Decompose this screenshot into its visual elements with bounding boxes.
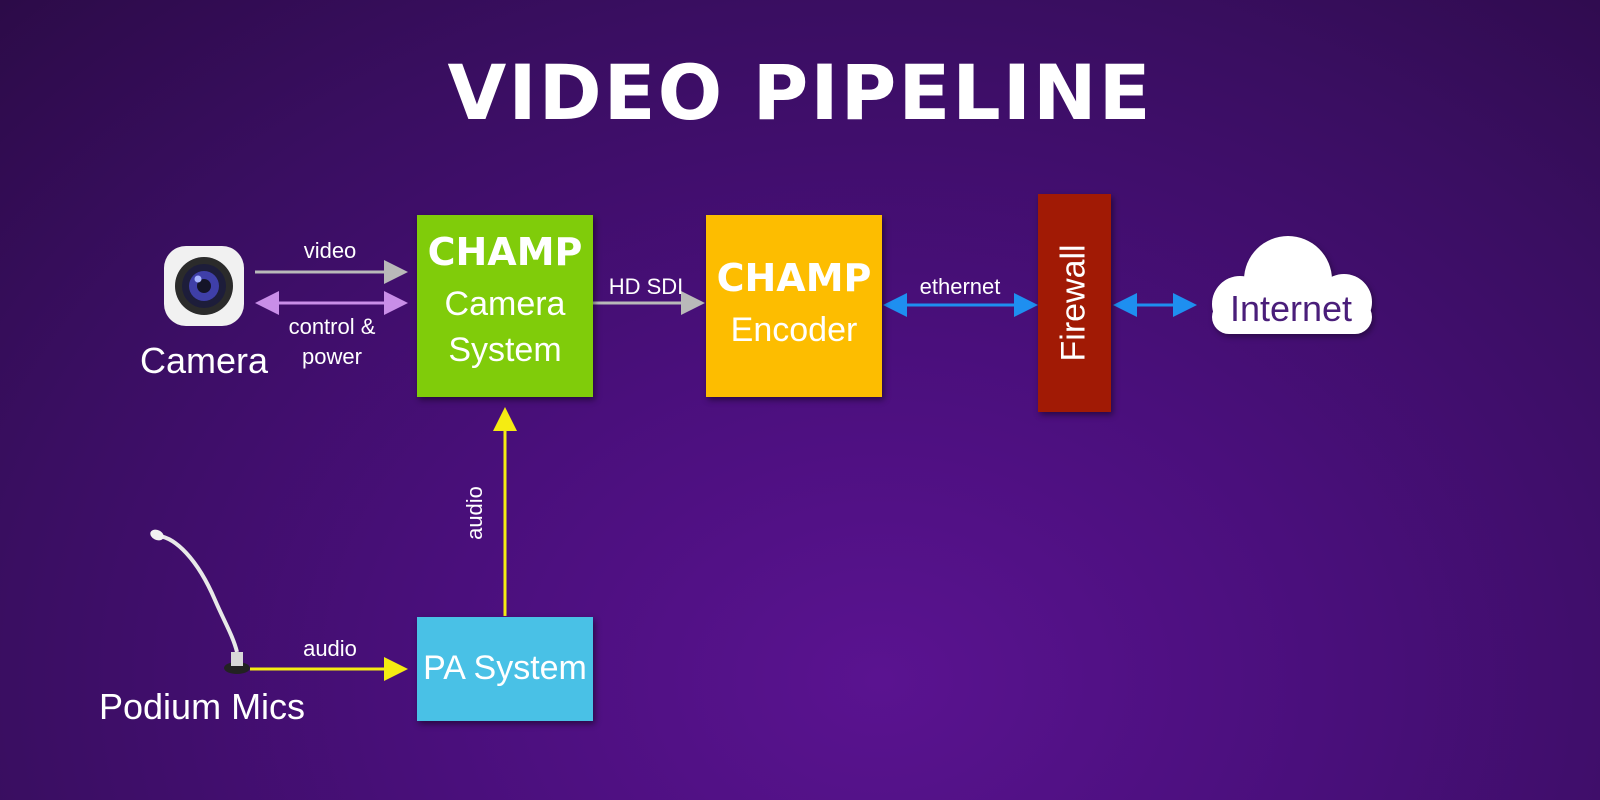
camera-system-brand: CHAMP xyxy=(427,230,583,275)
camera-system-line1: Camera xyxy=(444,285,566,323)
ethernet-link-label: ethernet xyxy=(919,274,1001,299)
firewall-box: Firewall xyxy=(1038,194,1111,412)
audio-vertical-link-label: audio xyxy=(462,486,487,540)
mic-audio-link-label: audio xyxy=(303,636,357,661)
video-link-label: video xyxy=(303,238,357,263)
microphone-icon xyxy=(150,529,250,674)
camera-label: Camera xyxy=(140,340,269,381)
encoder-brand: CHAMP xyxy=(716,256,872,301)
pa-system-label: PA System xyxy=(423,649,587,688)
encoder-box: CHAMP Encoder xyxy=(706,215,882,397)
cloud-icon xyxy=(1212,236,1372,334)
camera-system-line2: System xyxy=(448,330,562,369)
internet-label: Internet xyxy=(1229,288,1353,329)
firewall-label: Firewall xyxy=(1054,244,1093,362)
encoder-line1: Encoder xyxy=(730,310,858,349)
control-link-label-line1: control & xyxy=(288,314,376,339)
camera-icon xyxy=(164,246,244,326)
hdsdi-link-label: HD SDI xyxy=(608,274,684,299)
pa-system-box: PA System xyxy=(417,617,593,721)
podium-mics-label: Podium Mics xyxy=(99,686,306,727)
camera-system-box: CHAMP Camera System xyxy=(417,215,593,397)
page-title: VIDEO PIPELINE xyxy=(447,48,1153,137)
control-link-label-line2: power xyxy=(302,344,362,369)
